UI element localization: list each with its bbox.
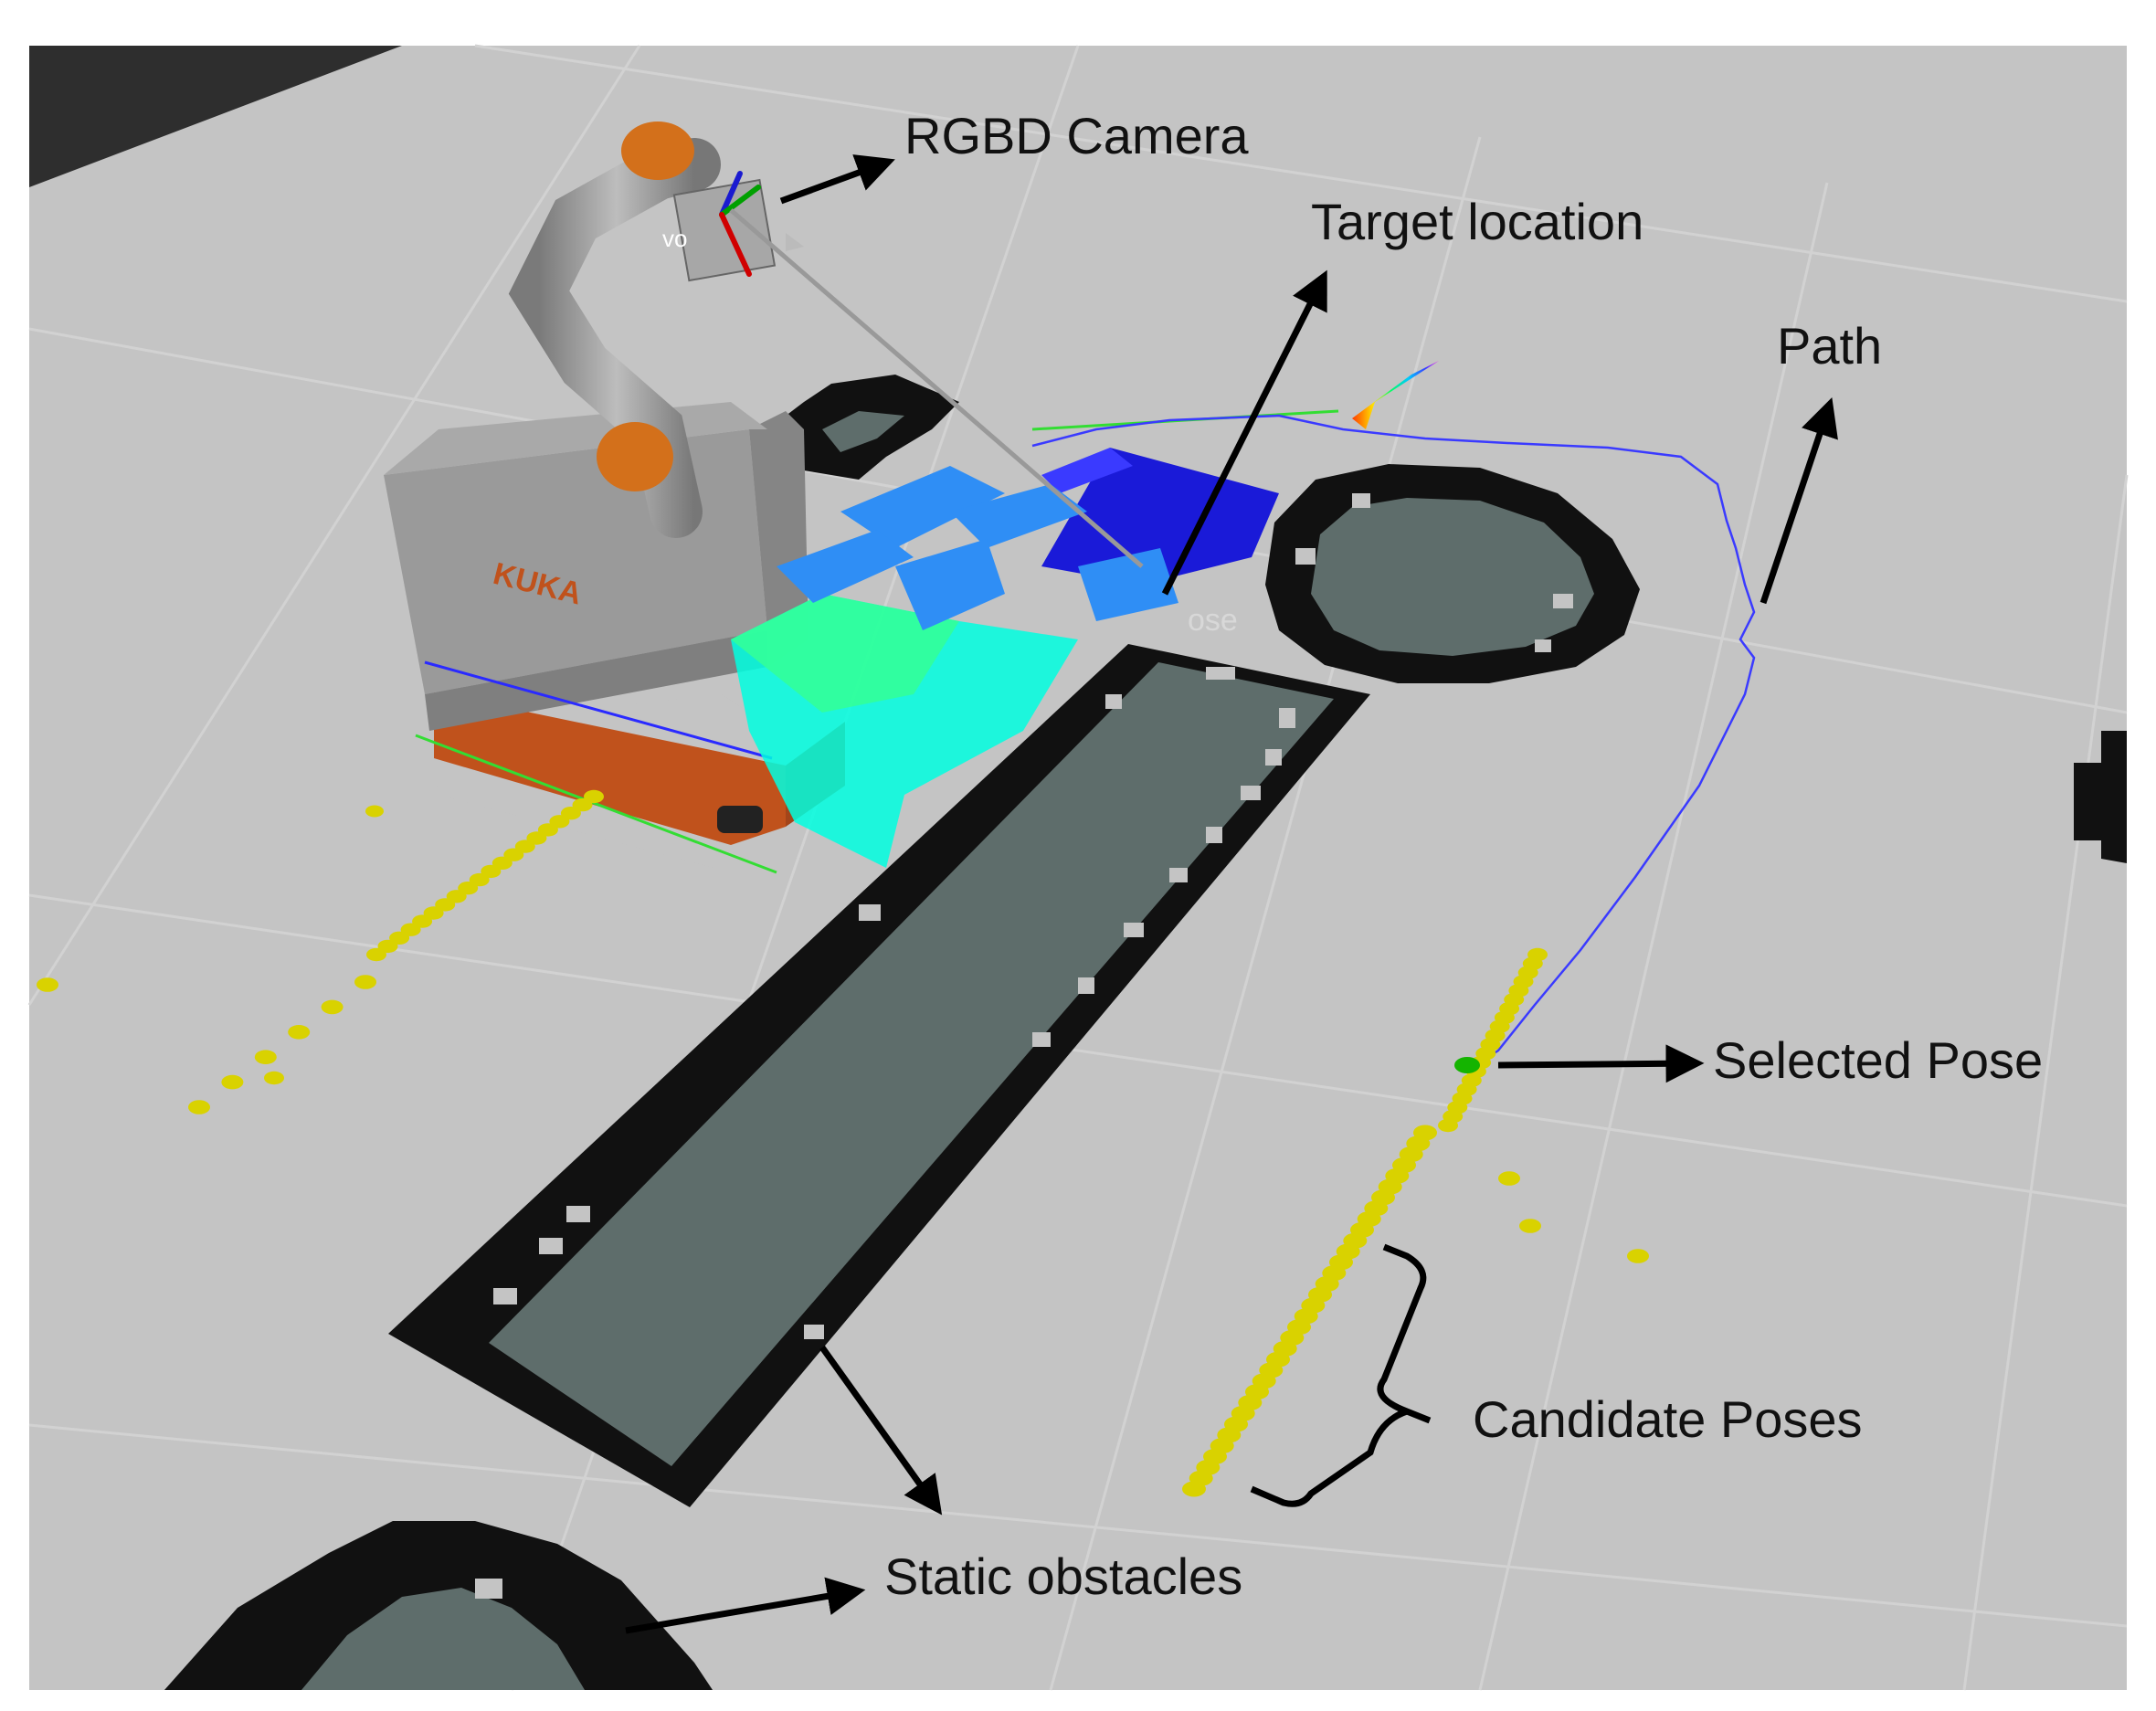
- label-target-location: Target location: [1311, 193, 1643, 250]
- candidate-pose-marker: [365, 805, 384, 818]
- long-obstacle: [388, 644, 1370, 1507]
- label-rgbd-camera: RGBD Camera: [904, 107, 1249, 164]
- selected-pose-marker: [1454, 1057, 1480, 1073]
- arrow-obstacle-bottom: [625, 1577, 866, 1634]
- candidate-pose-marker: [481, 864, 502, 879]
- candidate-pose-marker: [1519, 1219, 1541, 1233]
- bottom-left-obstacle: [164, 1521, 713, 1690]
- candidate-pose-marker: [254, 1050, 277, 1064]
- candidate-pose-marker: [1438, 1118, 1458, 1133]
- planned-path: [1031, 414, 1756, 1071]
- arrow-camera: [779, 154, 895, 205]
- annotation-arrows: [625, 154, 1838, 1634]
- candidate-pose-marker: [435, 898, 456, 912]
- vo-fragment: vo: [662, 225, 687, 252]
- floor-grid: [27, 44, 2129, 1691]
- candidate-pose-marker: [572, 797, 593, 812]
- edge-obstacle: [2074, 731, 2127, 863]
- sensor-cloud: ose: [415, 208, 1439, 874]
- candidate-pose-marker: [1498, 1171, 1520, 1186]
- arrow-path: [1760, 397, 1838, 605]
- candidate-pose-marker: [366, 947, 386, 962]
- candidate-pose-marker: [389, 931, 410, 945]
- pose-fragment: ose: [1188, 603, 1238, 638]
- candidate-poses: [37, 789, 1649, 1497]
- candidate-pose-marker: [1627, 1249, 1649, 1263]
- candidate-pose-marker: [1182, 1481, 1206, 1497]
- candidate-pose-marker: [288, 1025, 311, 1040]
- candidate-pose-marker: [321, 999, 343, 1015]
- candidate-bracket: [1250, 1243, 1432, 1507]
- annotation-labels: RGBD Camera Target location Path Selecte…: [884, 107, 2043, 1605]
- robot-arm: vo: [508, 121, 777, 538]
- candidate-pose-marker: [37, 977, 58, 992]
- round-obstacle: [1265, 464, 1640, 683]
- candidate-pose-marker: [354, 975, 376, 989]
- arrow-obstacle-long: [819, 1345, 943, 1516]
- label-path: Path: [1777, 317, 1882, 375]
- candidate-pose-marker: [221, 1074, 244, 1090]
- label-static-obstacles: Static obstacles: [884, 1547, 1242, 1605]
- label-selected-pose: Selected Pose: [1713, 1031, 2043, 1089]
- candidate-pose-marker: [526, 831, 547, 845]
- arrow-selected-pose: [1497, 1044, 1705, 1083]
- label-candidate-poses: Candidate Poses: [1473, 1390, 1863, 1448]
- arrow-target: [1161, 269, 1327, 596]
- candidate-pose-marker: [188, 1100, 210, 1114]
- candidate-pose-marker: [264, 1071, 284, 1085]
- small-obstacle-top: [758, 375, 959, 480]
